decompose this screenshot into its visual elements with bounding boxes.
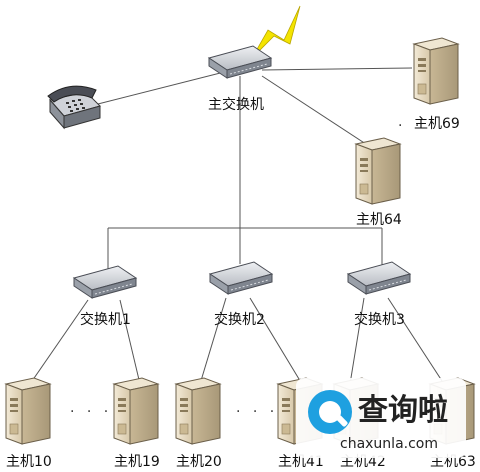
host20-label: 主机20 — [176, 454, 222, 470]
link-main-phone — [89, 67, 241, 107]
link-switch2-host41 — [249, 297, 303, 385]
host10-server-icon — [5, 377, 51, 445]
link-switch3-host42 — [349, 297, 365, 385]
group1-ellipsis: · · · — [70, 404, 112, 420]
host69-ellipsis: . . — [398, 114, 423, 130]
switch2-icon — [209, 261, 273, 295]
switch1-icon — [73, 265, 137, 299]
host64-server-icon — [355, 137, 401, 205]
main-switch-label: 主交换机 — [208, 96, 264, 113]
switch3-icon — [347, 261, 411, 295]
host19-server-icon — [113, 377, 159, 445]
connection-lines — [29, 67, 445, 385]
watermark: 查询啦 chaxunla.com — [296, 378, 466, 458]
telephone-icon — [47, 85, 101, 130]
group2-ellipsis: · · · — [236, 404, 278, 420]
host20-server-icon — [175, 377, 221, 445]
host69-label: 主机69 — [414, 116, 460, 132]
watermark-url: chaxunla.com — [340, 436, 438, 452]
host19-label: 主机19 — [114, 454, 160, 470]
link-switch1-host19 — [119, 299, 141, 385]
watermark-title: 查询啦 — [358, 393, 448, 428]
link-switch2-host20 — [199, 297, 227, 385]
link-main-host69 — [261, 67, 413, 71]
switch1-label: 交换机1 — [80, 311, 131, 328]
link-switch3-host63 — [387, 297, 445, 385]
switch3-label: 交换机3 — [354, 311, 405, 328]
switch2-label: 交换机2 — [214, 311, 265, 328]
host69-server-icon — [413, 37, 459, 105]
lightning-bolt-icon — [251, 5, 301, 59]
link-main-host64 — [261, 75, 373, 149]
link-switch1-host10 — [29, 299, 89, 385]
host10-label: 主机10 — [6, 454, 52, 470]
host64-label: 主机64 — [356, 212, 402, 228]
watermark-logo-icon — [308, 390, 352, 434]
